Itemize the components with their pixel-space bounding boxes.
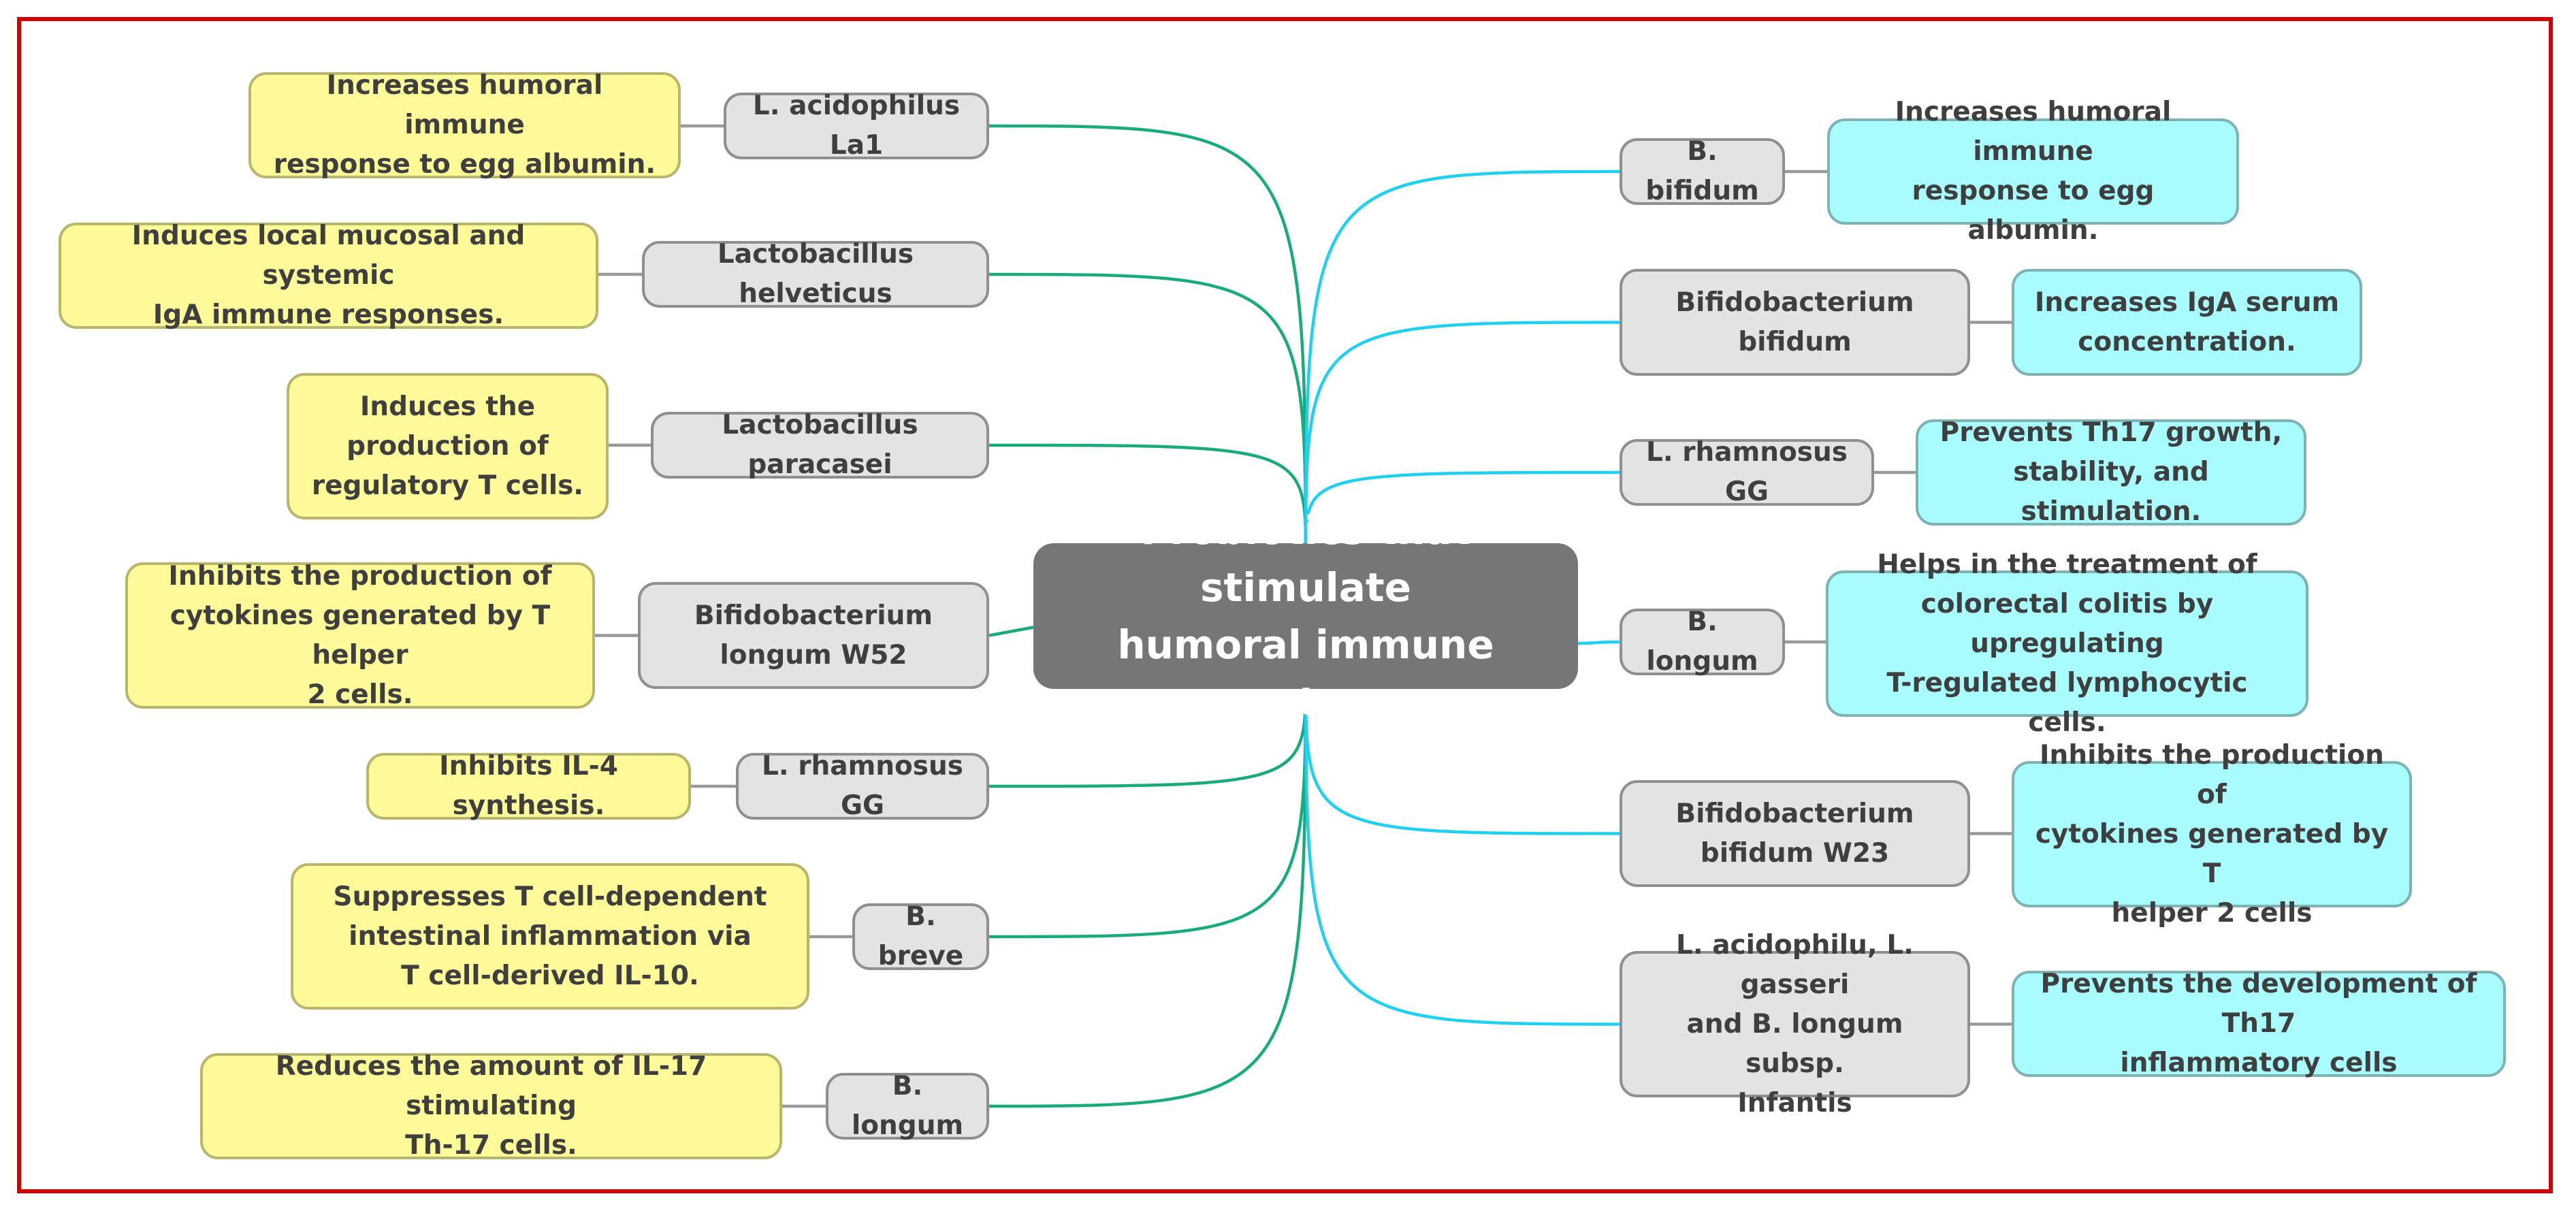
left-effect-node[interactable]: Increases humoral immune response to egg… xyxy=(248,70,681,180)
left-probiotic-node[interactable]: B. breve xyxy=(852,901,989,971)
left-branch-connector xyxy=(988,272,1308,544)
right-probiotic-node[interactable]: Bifidobacterium bifidum xyxy=(1620,269,1970,376)
right-effect-node[interactable]: Inhibits the production of cytokines gen… xyxy=(2012,740,2412,929)
right-probiotic-node[interactable]: L. rhamnosus GG xyxy=(1620,437,1874,507)
left-effect-node[interactable]: Inhibits IL-4 synthesis. xyxy=(366,751,691,821)
left-probiotic-node[interactable]: Lactobacillus paracasei xyxy=(651,410,989,480)
right-effect-node[interactable]: Helps in the treatment of colorectal col… xyxy=(1826,549,2308,738)
right-probiotic-node[interactable]: B. bifidum xyxy=(1620,136,1785,206)
right-branch-connector xyxy=(1304,170,1620,544)
left-branch-connector xyxy=(988,124,1308,544)
right-branch-connector xyxy=(1304,688,1620,1026)
left-branch-connector xyxy=(988,626,1034,637)
right-effect-node[interactable]: Increases humoral immune response to egg… xyxy=(1827,97,2239,246)
right-branch-connector xyxy=(1304,321,1620,544)
right-probiotic-node[interactable]: L. acidophilu, L. gasseri and B. longum … xyxy=(1620,930,1970,1118)
central-topic[interactable]: Probiotics that stimulate humoral immune… xyxy=(1033,507,1578,725)
left-effect-node[interactable]: Inhibits the production of cytokines gen… xyxy=(125,561,595,710)
right-effect-node[interactable]: Increases IgA serum concentration. xyxy=(2012,269,2362,376)
left-effect-node[interactable]: Suppresses T cell-dependent intestinal i… xyxy=(291,863,809,1010)
right-branch-connector xyxy=(1577,640,1620,645)
right-probiotic-node[interactable]: Bifidobacterium bifidum W23 xyxy=(1620,780,1970,887)
left-probiotic-node[interactable]: Lactobacillus helveticus xyxy=(642,239,989,309)
right-probiotic-node[interactable]: B. longum xyxy=(1620,607,1785,677)
red-border-frame xyxy=(17,17,2553,1193)
left-probiotic-node[interactable]: L. rhamnosus GG xyxy=(736,751,989,821)
left-probiotic-node[interactable]: L. acidophilus La1 xyxy=(724,91,989,161)
left-branch-connector xyxy=(988,443,1308,544)
left-probiotic-node[interactable]: Bifidobacterium longum W52 xyxy=(638,582,989,689)
left-probiotic-node[interactable]: B. longum xyxy=(826,1071,989,1141)
left-effect-node[interactable]: Reduces the amount of IL-17 stimulating … xyxy=(200,1051,782,1161)
left-branch-connector xyxy=(988,688,1308,1108)
right-effect-node[interactable]: Prevents the development of Th17 inflamm… xyxy=(2012,969,2506,1078)
right-effect-node[interactable]: Prevents Th17 growth, stability, and sti… xyxy=(1916,417,2306,527)
left-effect-node[interactable]: Induces the production of regulatory T c… xyxy=(287,373,609,519)
right-branch-connector xyxy=(1304,470,1620,544)
left-effect-node[interactable]: Induces local mucosal and systemic IgA i… xyxy=(59,221,598,330)
